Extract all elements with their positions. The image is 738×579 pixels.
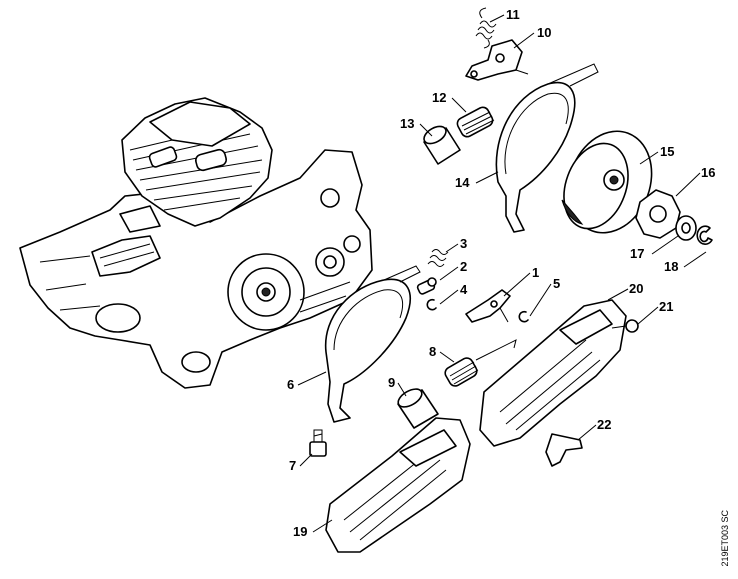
label-part-4: 4 [460, 282, 468, 297]
part-13-sleeve [423, 125, 461, 165]
label-part-14: 14 [455, 175, 470, 190]
label-part-19: 19 [293, 524, 307, 539]
label-part-17: 17 [630, 246, 644, 261]
part-labels: 11 10 12 13 14 15 16 17 18 3 2 4 1 5 20 … [287, 7, 715, 539]
part-6-brake-band [324, 265, 421, 423]
part-3-spring [427, 249, 449, 267]
label-part-21: 21 [659, 299, 673, 314]
label-part-6: 6 [287, 377, 294, 392]
part-12-spring [456, 106, 495, 138]
part-18-clip [696, 225, 713, 246]
part-4-clip [426, 298, 437, 311]
part-8-spring [444, 339, 517, 387]
part-5-clip [518, 310, 529, 323]
part-10-lever [465, 39, 529, 81]
label-part-15: 15 [660, 144, 674, 159]
engine-housing [19, 97, 373, 389]
part-20-cover [479, 299, 627, 447]
part-7-screw [309, 429, 327, 457]
label-part-16: 16 [701, 165, 715, 180]
label-part-10: 10 [537, 25, 551, 40]
part-9-sleeve [397, 388, 439, 429]
part-2-pivot [416, 277, 437, 295]
label-part-12: 12 [432, 90, 446, 105]
label-part-8: 8 [429, 344, 436, 359]
label-part-13: 13 [400, 116, 414, 131]
label-part-7: 7 [289, 458, 296, 473]
label-part-3: 3 [460, 236, 467, 251]
label-part-5: 5 [553, 276, 560, 291]
label-part-2: 2 [460, 259, 467, 274]
part-21-screw [611, 319, 639, 333]
label-part-18: 18 [664, 259, 678, 274]
label-part-20: 20 [629, 281, 643, 296]
drawing-reference-code: 219ET003 SC [720, 510, 730, 567]
part-19-cover [325, 417, 471, 553]
part-1-lever [465, 289, 511, 323]
label-part-22: 22 [597, 417, 611, 432]
part-14-brake-band [495, 63, 599, 233]
part-11-spring [475, 7, 497, 49]
leader-lines [297, 14, 707, 533]
label-part-9: 9 [388, 375, 395, 390]
part-16-sprocket [635, 189, 681, 239]
label-part-1: 1 [532, 265, 539, 280]
part-17-washer [675, 215, 697, 241]
part-15-clutch-drum [561, 130, 653, 234]
label-part-11: 11 [506, 7, 520, 22]
part-22-bracket [545, 433, 583, 467]
